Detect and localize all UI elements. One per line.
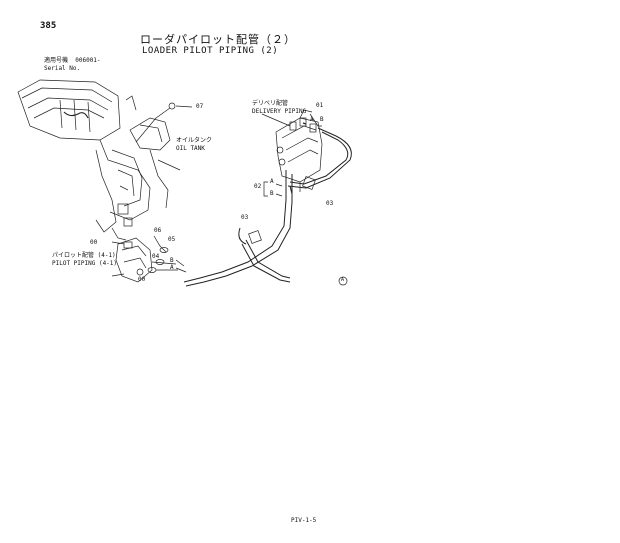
clamp-03-left — [248, 230, 262, 244]
bracket-02 — [263, 181, 268, 197]
page-number: 385 — [40, 21, 57, 31]
circle-callout — [338, 276, 348, 286]
delivery-piping-label-en: DELIVERY PIPING — [252, 108, 307, 115]
callout-02: 02 — [254, 183, 262, 190]
clamp-03-right — [302, 176, 316, 190]
serial-label-en: Serial No. — [44, 65, 81, 72]
serial-value: 006001- — [75, 57, 101, 64]
callout-06: 06 — [154, 227, 162, 234]
pilot-piping-label-en: PILOT PIPING (4-1) — [52, 260, 118, 267]
callout-b-hose: B — [170, 257, 174, 264]
callout-04: 04 — [152, 253, 160, 260]
callout-a-top: A — [310, 116, 314, 123]
callout-b-top: B — [320, 116, 324, 123]
footer-page-ref: PIV-1-5 — [291, 517, 317, 524]
machine-body-sketch — [17, 79, 181, 241]
hose-run — [183, 127, 352, 287]
callout-03-left: 03 — [241, 214, 249, 221]
valve-block — [275, 109, 323, 192]
oil-tank-label-en: OIL TANK — [176, 145, 205, 152]
pilot-piping-label-jp: パイロット配管 (4-1) — [52, 252, 116, 259]
delivery-piping-label-jp: デリベリ配管 — [252, 100, 289, 107]
pilot-valve — [111, 237, 153, 283]
callout-a-mid: A — [270, 178, 274, 185]
callout-01: 01 — [316, 102, 324, 109]
callout-a-hose: A — [170, 264, 174, 271]
oil-tank-pipe — [135, 107, 171, 143]
page-title-jp: ローダパイロット配管（２） — [140, 33, 296, 46]
circle-callout-letter: A — [341, 277, 345, 283]
page-title-en: LOADER PILOT PIPING (2) — [142, 46, 279, 56]
serial-label-jp: 適用号機 006001- — [44, 58, 101, 64]
serial-label-jp-text: 適用号機 — [44, 57, 69, 64]
callout-b-mid: B — [270, 190, 274, 197]
delivery-leader — [261, 113, 291, 127]
fitting-06 — [153, 235, 167, 253]
callout-00-bottom: 00 — [138, 276, 146, 283]
callout-07: 07 — [196, 103, 204, 110]
callout-05: 05 — [168, 236, 176, 243]
fitting-07 — [168, 102, 176, 110]
callout-03-right: 03 — [326, 200, 334, 207]
callout-00-top: 00 — [90, 239, 98, 246]
oil-tank-label-jp: オイルタンク — [176, 137, 213, 144]
